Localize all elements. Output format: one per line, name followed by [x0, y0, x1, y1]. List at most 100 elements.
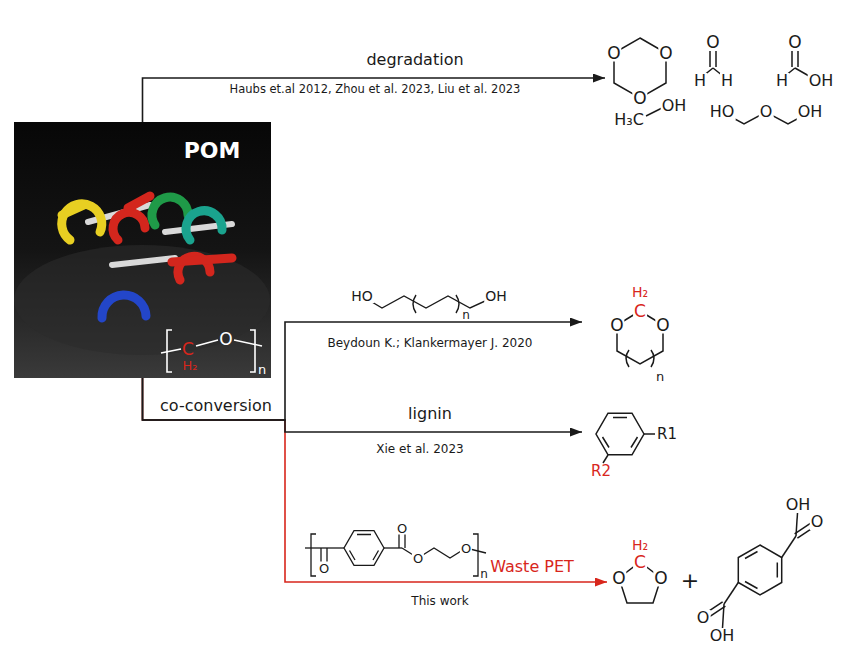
- pom-photo: [186, 211, 222, 240]
- diol-reagent-bonds: [362, 296, 496, 308]
- node-text: OH: [785, 497, 812, 513]
- flow-arrow: [143, 322, 583, 420]
- aromatic-bonds: [603, 418, 638, 448]
- node-text: OH: [709, 628, 736, 644]
- pom-photo: [152, 197, 188, 225]
- pet-reagent-bonds: [311, 534, 316, 576]
- pom-photo: [62, 204, 102, 240]
- dioxolane-terephthalic-bonds: [782, 536, 796, 558]
- aromatic-bonds: [596, 413, 655, 463]
- node-text: H₃C: [613, 112, 645, 128]
- pet-reagent-bonds: [321, 548, 327, 562]
- node-text: H₂: [632, 285, 648, 299]
- diol-reagent-bonds: [456, 295, 459, 313]
- node-text: O: [655, 317, 670, 334]
- aromatic-product: R1R2: [582, 402, 682, 482]
- node-text: C: [633, 554, 647, 571]
- aromatic-bonds: [603, 455, 608, 463]
- pom-photo: [102, 295, 146, 318]
- edge-label: Waste PET: [490, 559, 574, 575]
- node-text: H₂: [183, 359, 198, 372]
- pom-photo: [128, 196, 150, 208]
- pom-photo: [62, 196, 232, 318]
- node-text: n: [656, 370, 664, 383]
- node-text: H: [775, 73, 789, 89]
- node-text: C: [633, 303, 647, 320]
- pom-photo: [113, 212, 145, 240]
- atom-label: O: [460, 542, 472, 555]
- atom-label: O: [396, 522, 408, 535]
- pet-reagent-bonds: [305, 531, 486, 576]
- atom-label: O: [412, 552, 424, 565]
- pom-photo: [172, 258, 232, 262]
- node-text: O: [696, 610, 711, 626]
- citation: Xie et al. 2023: [376, 443, 464, 455]
- node-text: O: [810, 514, 825, 530]
- dioxane-bonds: [651, 350, 654, 367]
- pet-coconversion-products: H₂COO+OHOOOH: [607, 530, 837, 648]
- node-text: O: [632, 90, 647, 107]
- repeat-index: n: [462, 309, 470, 321]
- atom-label: HO: [350, 289, 374, 303]
- pom-photo: [62, 205, 84, 215]
- node-text: O: [609, 317, 624, 334]
- connector-group: [143, 78, 608, 582]
- atom-label: O: [318, 562, 330, 575]
- node-text: C: [182, 341, 194, 358]
- cyclic-acetal-product: H₂ CO On: [582, 282, 682, 388]
- flow-arrow: [143, 378, 583, 432]
- dioxane-bonds: [626, 350, 629, 367]
- panel-title: POM: [184, 140, 241, 162]
- node-text: O: [759, 104, 774, 120]
- pom-photo: [14, 245, 270, 355]
- pom-structure-bonds: [196, 340, 218, 346]
- dioxolane-terephthalic-bonds: [745, 552, 777, 589]
- pom-structure-bonds: [161, 330, 262, 372]
- aromatic-bonds: [644, 433, 655, 435]
- diol-reagent-bonds: [362, 295, 496, 313]
- degradation-product-bonds: [646, 108, 662, 116]
- flow-arrow: [143, 78, 606, 122]
- node-text: O: [658, 45, 673, 62]
- pom-photo: [14, 122, 271, 378]
- node-text: H₂: [632, 538, 648, 552]
- node-text: O: [787, 34, 802, 51]
- pet-reagent-bonds: [399, 534, 405, 548]
- node-text: O: [705, 34, 720, 51]
- node-text: H: [693, 73, 707, 89]
- degradation-products: OOOOHHOHOHH₃COHHOOOH: [605, 28, 833, 128]
- node-text: O: [606, 45, 621, 62]
- aromatic-bonds: [596, 413, 644, 455]
- dioxolane-terephthalic-bonds: [724, 583, 738, 605]
- node-text: O: [219, 331, 232, 348]
- node-text: OH: [797, 104, 824, 120]
- citation: Haubs et.al 2012, Zhou et al. 2023, Liu …: [230, 84, 521, 96]
- node-text: R2: [591, 464, 611, 479]
- pet-reagent-bonds: [344, 531, 384, 566]
- edge-label: degradation: [366, 52, 463, 68]
- node-text: HO: [709, 104, 736, 120]
- branch-label: co-conversion: [160, 398, 272, 414]
- flow-arrow: [143, 378, 608, 582]
- atom-label: OH: [484, 289, 508, 303]
- node-text: O: [653, 570, 668, 587]
- repeat-index: n: [480, 568, 488, 580]
- pom-photo: [88, 205, 232, 265]
- pom-structure-bonds: [234, 340, 262, 346]
- node-text: +: [681, 570, 699, 592]
- pom-photo-panel: POMCH₂On: [14, 122, 271, 378]
- pom-structure-bonds: [161, 349, 181, 353]
- pet-reagent-bonds: [473, 534, 478, 576]
- pom-photo: [14, 122, 271, 378]
- pom-photo: [112, 258, 175, 265]
- dioxolane-terephthalic-bonds: [738, 545, 781, 595]
- node-text: R1: [657, 427, 677, 442]
- node-text: O: [611, 570, 626, 587]
- edge-label: lignin: [408, 406, 452, 422]
- citation: This work: [411, 595, 468, 607]
